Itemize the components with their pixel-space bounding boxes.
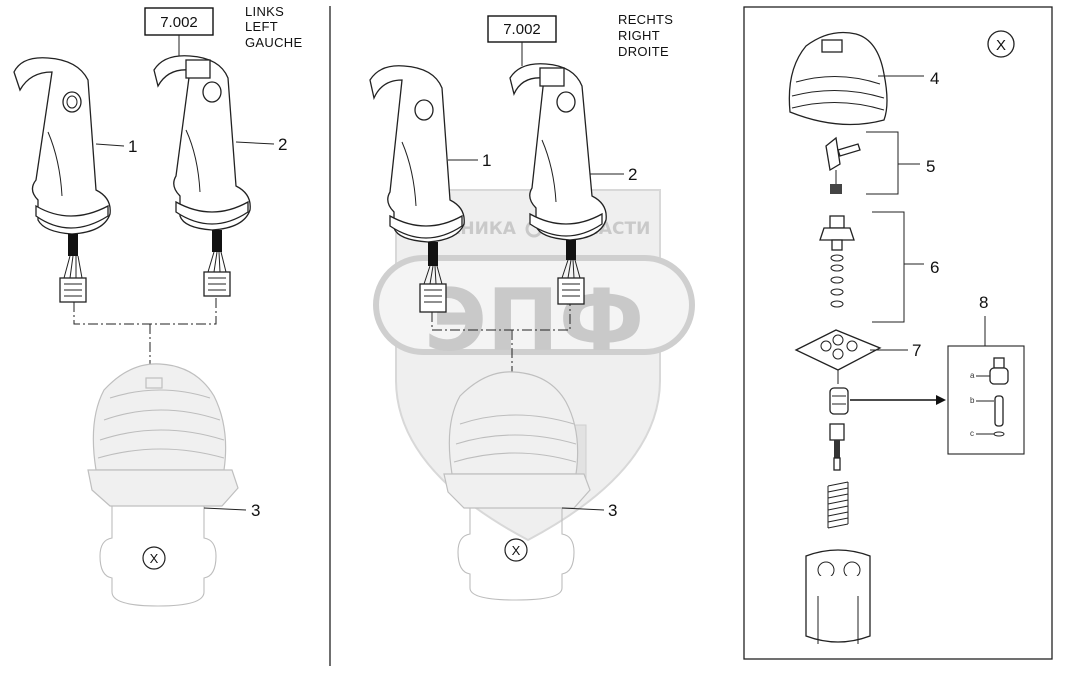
rubber-boot-right <box>443 371 591 509</box>
callout-detail-7: 7 <box>912 341 921 360</box>
part-4-rubber-boot <box>788 31 888 126</box>
detail-8-box <box>947 345 1025 455</box>
reference-box-right <box>487 15 557 43</box>
part-7-plate <box>794 329 882 371</box>
callout-detail-8: 8 <box>979 293 988 312</box>
detail-base-housing <box>805 549 871 644</box>
part-5-pin-assembly <box>825 136 861 194</box>
base-mark-left-circle <box>142 546 166 570</box>
callout-left-1: 1 <box>128 137 137 156</box>
panel-mark-circle <box>987 30 1015 58</box>
callout-middle-3: 3 <box>608 501 617 520</box>
callout-left-3: 3 <box>251 501 260 520</box>
spring <box>827 481 849 529</box>
joystick-handle-2 <box>153 55 251 297</box>
callout-detail-4: 4 <box>930 69 939 88</box>
base-mark-left: X <box>150 551 159 566</box>
callout-detail-5: 5 <box>926 157 935 176</box>
joystick-handle-2-right <box>509 63 607 305</box>
side-label-rechts: RECHTS <box>618 12 673 27</box>
callout-detail-6: 6 <box>930 258 939 277</box>
side-label-left: LEFT <box>245 19 278 34</box>
detail-8-label-a: a <box>970 371 975 380</box>
bracket-6 <box>872 211 924 323</box>
panel-mark: X <box>996 37 1006 54</box>
side-label-links: LINKS <box>245 4 284 19</box>
base-mark-right: X <box>512 543 521 558</box>
reference-label-right: 7.002 <box>503 21 541 38</box>
watermark-banner <box>373 255 695 355</box>
detail-8-label-c: c <box>970 429 974 438</box>
part-6-plunger-stack <box>819 215 855 308</box>
reference-label-left: 7.002 <box>160 14 198 31</box>
rubber-boot-left <box>87 363 239 507</box>
arrow-head-icon <box>936 395 946 405</box>
detail-panel: X 4 5 6 <box>788 30 1025 644</box>
left-panel: 7.002 LINKS LEFT GAUCHE 1 <box>13 4 302 607</box>
joystick-handle-1 <box>13 57 111 303</box>
base-housing-left: X <box>99 506 217 607</box>
side-label-right: RIGHT <box>618 28 660 43</box>
bracket-5 <box>866 131 920 195</box>
watermark-main-text: ЭПФ <box>424 271 644 371</box>
base-mark-right-circle <box>504 538 528 562</box>
side-label-gauche: GAUCHE <box>245 35 302 50</box>
callout-left-2: 2 <box>278 135 287 154</box>
middle-panel: 7.002 RECHTS RIGHT DROITE 1 <box>369 12 673 601</box>
callout-middle-1: 1 <box>482 151 491 170</box>
connection-line-left <box>73 296 217 372</box>
connector-plug-2-right <box>557 277 585 305</box>
joystick-handle-1-right <box>369 65 465 313</box>
reference-box-left <box>144 7 214 36</box>
side-label-droite: DROITE <box>618 44 669 59</box>
connector-plug-1-right <box>419 283 447 313</box>
callout-middle-2: 2 <box>628 165 637 184</box>
detail-8-label-b: b <box>970 396 975 405</box>
detail-panel-frame <box>743 6 1053 660</box>
guide-plunger <box>829 370 849 471</box>
base-housing-right: X <box>457 508 575 601</box>
